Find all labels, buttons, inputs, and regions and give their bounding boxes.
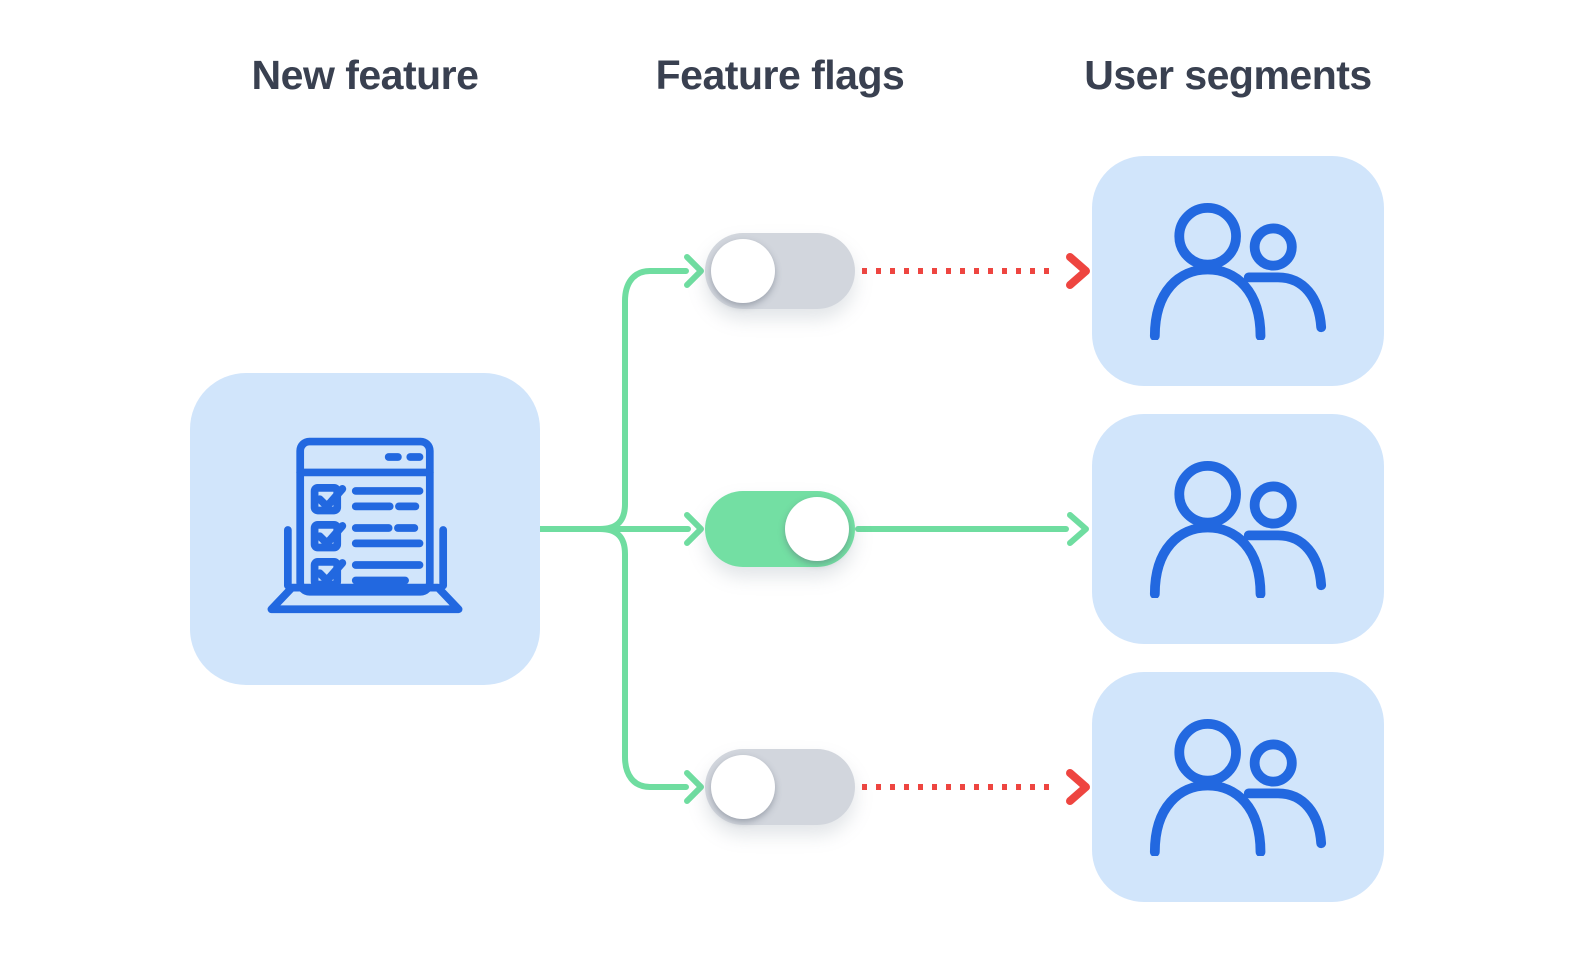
user-segment-card-2 [1092, 414, 1384, 644]
users-icon [1145, 203, 1331, 340]
user-segment-card-1 [1092, 156, 1384, 386]
user-segment-card-3 [1092, 672, 1384, 902]
new-feature-card [190, 373, 540, 685]
feature-flag-toggle-2[interactable] [705, 491, 855, 567]
checklist-laptop-icon [267, 437, 463, 614]
arrowhead-into-flag-3 [684, 770, 704, 804]
red-dotted-connectors [862, 253, 1090, 805]
heading-user-segments: User segments [1084, 52, 1372, 98]
users-icon [1145, 719, 1331, 856]
toggle-knob [711, 239, 775, 303]
heading-new-feature: New feature [251, 52, 479, 98]
toggle-knob [785, 497, 849, 561]
arrowhead-into-flag-2 [684, 512, 704, 546]
toggle-knob [711, 755, 775, 819]
arrowhead-into-flag-1 [684, 254, 704, 288]
branch-line-to-flag-3 [537, 526, 689, 790]
arrowhead-into-segment-1 [1066, 253, 1090, 289]
users-icon [1145, 461, 1331, 598]
feature-flag-toggle-3[interactable] [705, 749, 855, 825]
branch-line-to-flag-1 [537, 268, 689, 532]
arrowhead-into-segment-2 [1067, 512, 1089, 546]
heading-feature-flags: Feature flags [655, 52, 905, 98]
feature-flag-toggle-1[interactable] [705, 233, 855, 309]
arrowhead-into-segment-3 [1066, 769, 1090, 805]
